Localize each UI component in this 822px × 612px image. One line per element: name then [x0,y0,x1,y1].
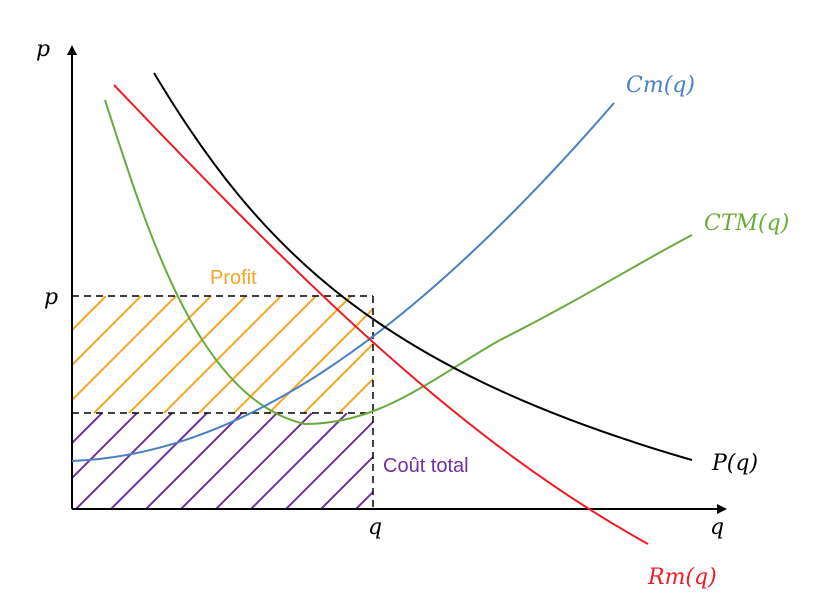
profit-label: Profit [210,267,257,289]
marginal-cost-curve [71,102,615,462]
cm-label: Cm(q) [626,73,695,98]
p-tick-label: p [44,285,58,310]
price-curve-label: P(q) [711,451,758,476]
axes [67,45,727,514]
y-axis-label: p [36,37,50,62]
demand-curve [153,72,693,461]
profit-hatch [72,296,373,413]
rm-label: Rm(q) [647,565,717,590]
cost-hatch [72,413,373,509]
average-cost-curve [104,99,693,426]
total-cost-label: Coût total [383,455,469,477]
marginal-revenue-curve [113,84,649,545]
x-axis-label: q [710,515,724,540]
guide-lines [72,295,374,509]
q-tick-label: q [368,515,382,540]
ctm-label: CTM(q) [704,211,789,236]
